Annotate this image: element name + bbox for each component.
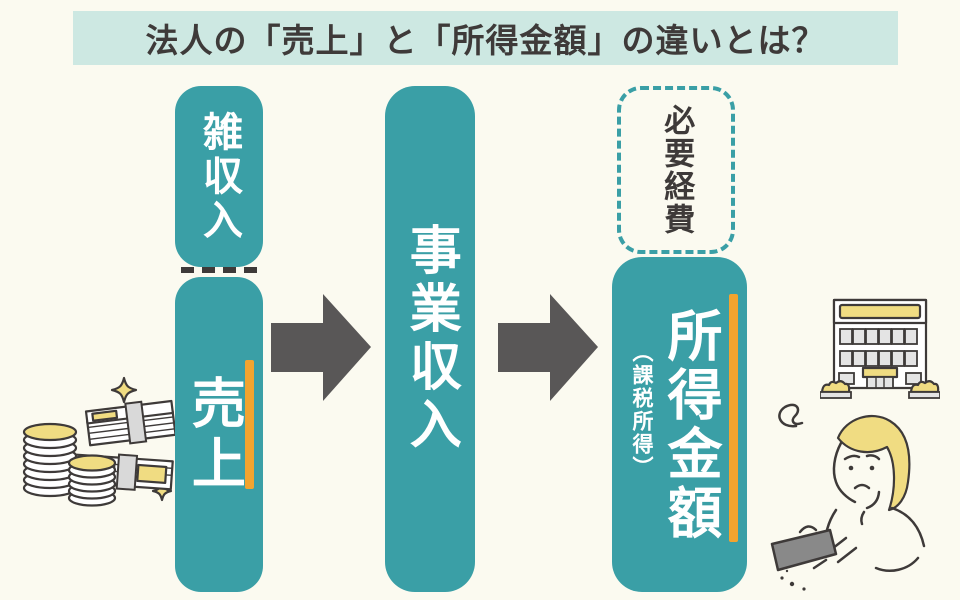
sales-label: 売上 bbox=[183, 374, 244, 495]
sales-box: 売上 bbox=[175, 277, 263, 592]
dashed-separator bbox=[181, 267, 257, 273]
office-building-icon bbox=[820, 298, 940, 399]
income-text: 所得金額 （課税所得） bbox=[626, 307, 733, 543]
sales-accent-bar bbox=[245, 360, 254, 489]
taxable-income-note: （課税所得） bbox=[630, 340, 653, 479]
business-income-box: 事業収入 bbox=[385, 86, 475, 592]
right-arrow-icon bbox=[498, 294, 598, 401]
expenses-label: 必要経費 bbox=[659, 104, 695, 236]
right-arrow-icon bbox=[271, 294, 371, 401]
misc-income-box: 雑収入 bbox=[175, 86, 263, 267]
worried-person-icon bbox=[770, 403, 926, 591]
title-banner: 法人の「売上」と「所得金額」の違いとは？ bbox=[73, 11, 898, 65]
money-stack-icon bbox=[22, 376, 177, 507]
income-box: 所得金額 （課税所得） bbox=[612, 257, 747, 592]
expenses-box: 必要経費 bbox=[617, 86, 735, 254]
income-label: 所得金額 bbox=[659, 306, 721, 543]
misc-income-label: 雑収入 bbox=[197, 110, 241, 243]
income-accent-bar bbox=[729, 294, 738, 542]
page-title: 法人の「売上」と「所得金額」の違いとは？ bbox=[145, 22, 826, 59]
business-income-label: 事業収入 bbox=[401, 223, 460, 455]
